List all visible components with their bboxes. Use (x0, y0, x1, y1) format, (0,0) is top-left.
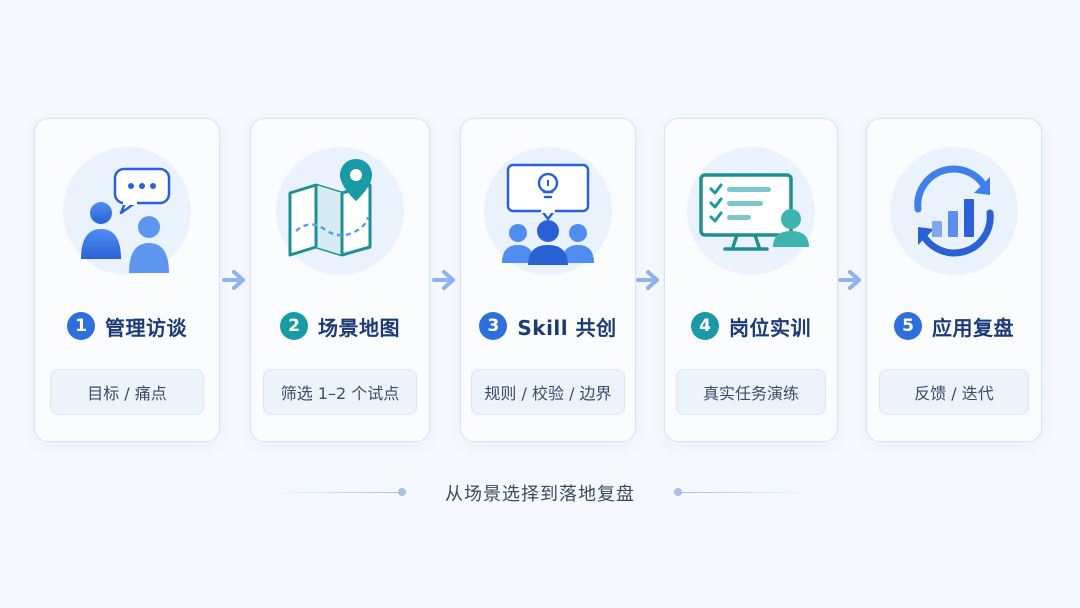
step-tag: 规则 / 校验 / 边界 (471, 369, 625, 415)
step-number-badge: 1 (67, 312, 95, 340)
step-number-badge: 2 (280, 312, 308, 340)
step-title: Skill 共创 (517, 315, 617, 340)
footer-caption: 从场景选择到落地复盘 (445, 484, 635, 505)
step-tag: 真实任务演练 (676, 369, 826, 415)
step-tag: 筛选 1–2 个试点 (263, 369, 417, 415)
step-title: 应用复盘 (932, 315, 1014, 340)
arrow-right-icon (838, 270, 861, 290)
interview-icon (63, 147, 191, 275)
map-pin-icon (276, 147, 404, 275)
footer-dot-right (674, 488, 682, 496)
cocreation-icon (484, 147, 612, 275)
step-title: 场景地图 (318, 315, 400, 340)
footer-divider-left (272, 492, 402, 493)
review-cycle-icon (890, 147, 1018, 275)
checklist-monitor-icon (687, 147, 815, 275)
arrow-right-icon (636, 270, 659, 290)
step-card-1: 1 管理访谈 目标 / 痛点 (34, 118, 220, 442)
step-card-3: 3 Skill 共创 规则 / 校验 / 边界 (460, 118, 636, 442)
step-tag: 反馈 / 迭代 (879, 369, 1029, 415)
step-card-4: 4 岗位实训 真实任务演练 (664, 118, 838, 442)
arrow-right-icon (432, 270, 455, 290)
step-number-badge: 5 (894, 312, 922, 340)
footer-dot-left (398, 488, 406, 496)
footer-divider-right (680, 492, 810, 493)
step-card-2: 2 场景地图 筛选 1–2 个试点 (250, 118, 430, 442)
step-title: 管理访谈 (105, 315, 187, 340)
step-title: 岗位实训 (729, 315, 811, 340)
arrow-right-icon (222, 270, 245, 290)
step-number-badge: 4 (691, 312, 719, 340)
step-tag: 目标 / 痛点 (50, 369, 204, 415)
step-card-5: 5 应用复盘 反馈 / 迭代 (866, 118, 1042, 442)
step-number-badge: 3 (479, 312, 508, 340)
